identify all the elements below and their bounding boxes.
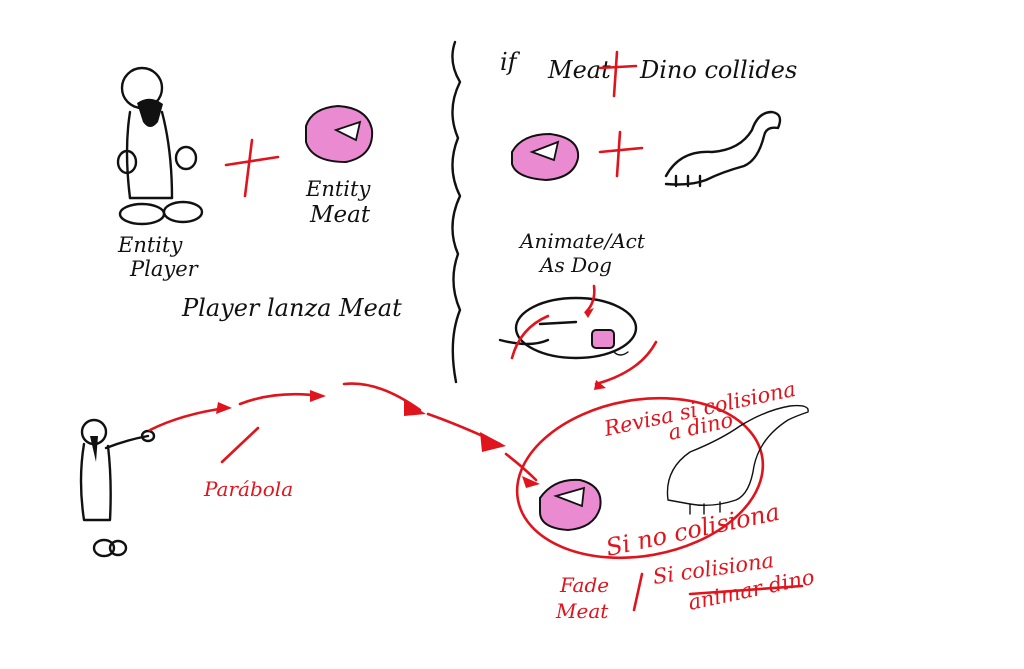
meat-label-line2: Meat: [309, 202, 371, 228]
collision-check-ellipse: [515, 396, 765, 560]
fade-line1: Fade: [559, 573, 609, 597]
condition-rest: Dino collides: [639, 56, 797, 84]
dino-icon: [664, 110, 782, 188]
action-caption: Player lanza Meat: [181, 294, 402, 322]
condition-meat: Meat: [547, 56, 611, 84]
plus-icon: [224, 138, 280, 198]
meat-icon: [511, 132, 580, 182]
meat-icon: [539, 478, 602, 532]
fade-line2: Meat: [555, 599, 609, 623]
dino-icon: [666, 404, 809, 515]
branch-divider: [632, 572, 644, 612]
player-label-line2: Player: [129, 257, 200, 281]
meat-icon: [305, 104, 374, 164]
dog-icon: [498, 284, 658, 390]
parabola-label: Parábola: [203, 477, 293, 501]
player-figure-icon: [116, 66, 204, 226]
plus-icon: [598, 50, 638, 98]
condition-if: if: [500, 48, 521, 76]
thrower-figure-icon: [79, 418, 156, 558]
plus-icon: [598, 130, 644, 178]
parabola-path: [148, 382, 540, 488]
animate-line2: As Dog: [538, 253, 612, 277]
player-label-line1: Entity: [117, 233, 183, 257]
panel-divider: [451, 40, 462, 384]
animate-line1: Animate/Act: [518, 229, 646, 253]
meat-label-line1: Entity: [305, 177, 371, 201]
